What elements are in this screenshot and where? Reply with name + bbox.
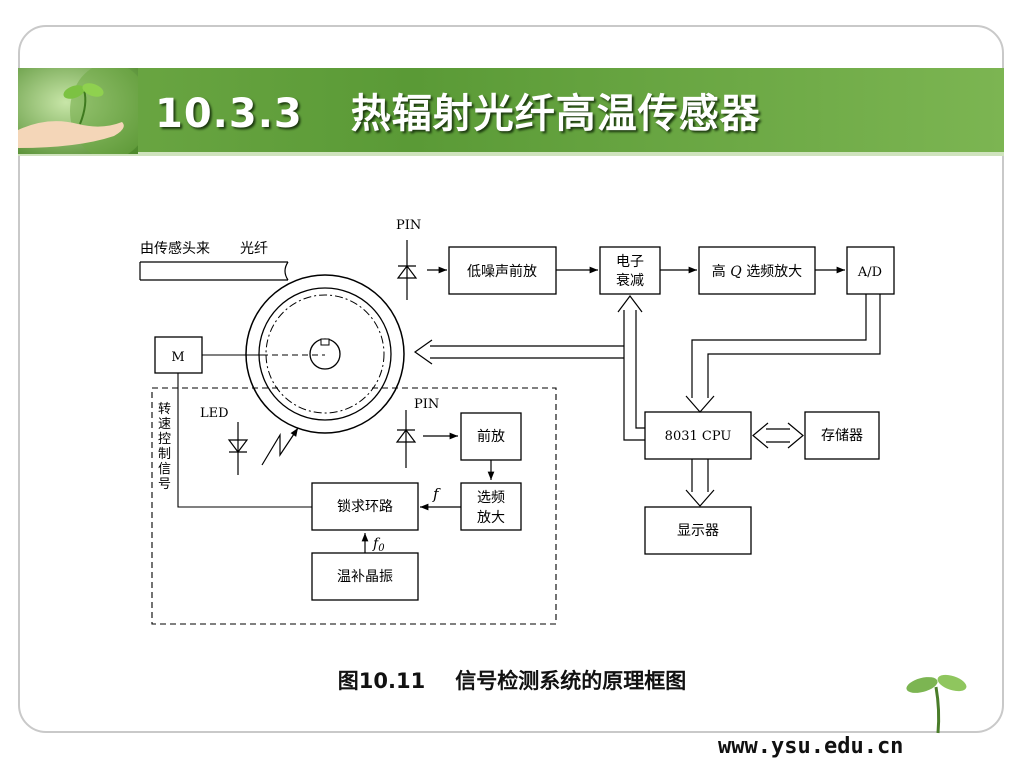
svg-text:速: 速 [158, 417, 171, 432]
block-preamp-label: 前放 [477, 428, 505, 445]
block-attenuator-line1: 电子 [616, 254, 644, 270]
block-ad-converter [846, 246, 895, 295]
slide-title: 10.3.3 热辐射光纤高温传感器 [155, 86, 761, 142]
block-memory [804, 411, 880, 460]
svg-text:制: 制 [158, 447, 171, 462]
caption-figure-number: 图10.11 [337, 669, 426, 693]
block-highq-label: 高 Q 选频放大 [712, 263, 802, 280]
bus-cpu-display [685, 459, 715, 507]
pin-bottom-label: PIN [414, 397, 439, 412]
title-bar [18, 68, 1004, 154]
caption-text: 信号检测系统的原理框图 [455, 669, 687, 693]
block-ad-label: A/D [857, 265, 882, 280]
speed-control-label: 转 速 控 制 信 号 [158, 402, 171, 492]
fiber-label: 光纤 [240, 241, 268, 257]
title-text: 热辐射光纤高温传感器 [350, 91, 761, 137]
block-select-line2: 放大 [477, 510, 505, 526]
motor-label: M [171, 350, 184, 365]
bus-cpu-to-disk [413, 339, 624, 365]
pin-photodiode-bottom-icon [395, 410, 458, 468]
svg-text:信: 信 [158, 462, 171, 477]
bus-ad-to-cpu [685, 294, 881, 413]
speed-control-dashed-box [151, 387, 557, 625]
optical-fiber [139, 261, 289, 281]
block-cpu [644, 411, 752, 460]
bus-cpu-attenuator [617, 295, 645, 441]
pin-top-label: PIN [396, 218, 421, 233]
block-lownoise-preamp-label: 低噪声前放 [467, 263, 537, 280]
block-pll [311, 482, 419, 531]
block-display-label: 显示器 [677, 523, 719, 539]
svg-text:控: 控 [158, 432, 171, 447]
block-memory-label: 存储器 [821, 428, 863, 444]
svg-text:号: 号 [158, 477, 171, 492]
title-bar-strip [18, 152, 1004, 156]
svg-text:转: 转 [158, 402, 171, 417]
label-f: f [432, 485, 441, 503]
led-icon [227, 422, 299, 475]
footer-url-link[interactable]: www.ysu.edu.cn [718, 734, 904, 759]
block-select-line1: 选频 [477, 490, 505, 506]
bus-cpu-memory [752, 422, 804, 449]
chopper-disk [245, 274, 405, 434]
sprout-icon [900, 665, 980, 739]
block-display [644, 506, 752, 555]
block-crystal-label: 温补晶振 [337, 569, 393, 585]
title-number: 10.3.3 [155, 91, 303, 137]
block-crystal [311, 552, 419, 601]
block-attenuator-line2: 衰减 [616, 272, 644, 289]
label-f0: f0 [372, 536, 385, 554]
figure-caption: 图10.11 信号检测系统的原理框图 [0, 665, 1024, 695]
hand-sprout-image [18, 68, 138, 154]
fiber-source-label: 由传感头来 [140, 240, 210, 257]
led-label: LED [200, 406, 229, 421]
block-pll-label: 锁求环路 [337, 499, 393, 515]
block-cpu-label: 8031 CPU [665, 429, 732, 444]
pin-photodiode-top-icon [396, 240, 447, 300]
